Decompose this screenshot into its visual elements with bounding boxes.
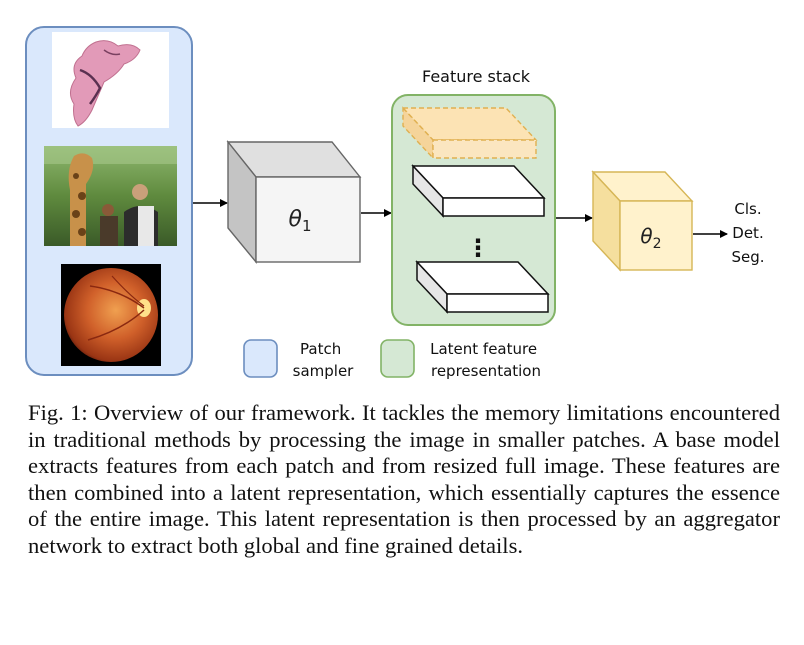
giraffe-photo: [44, 146, 177, 246]
model-2-label: θ2: [640, 224, 661, 252]
stack-ellipsis: ⋮: [466, 234, 490, 262]
legend-latent-label: Latent feature representation: [430, 340, 542, 380]
histology-image: [52, 32, 169, 128]
output-classification: Cls.: [734, 200, 761, 218]
legend-latent-swatch: [380, 339, 415, 378]
legend-patch-sampler-swatch: [243, 339, 278, 378]
feature-slab: [411, 164, 546, 218]
output-detection: Det.: [732, 224, 763, 242]
feature-slab-dashed: [401, 106, 538, 160]
model-1-label: θ1: [288, 207, 311, 235]
caption-text: Overview of our framework. It tackles th…: [28, 400, 780, 558]
feature-slab: [415, 260, 550, 314]
caption-label: Fig. 1:: [28, 400, 88, 425]
figure-caption: Fig. 1: Overview of our framework. It ta…: [28, 400, 780, 560]
model-2-cube: θ2: [591, 170, 694, 272]
retina-fundus-image: [61, 264, 161, 366]
model-1-cube: θ1: [226, 140, 362, 264]
feature-stack-title: Feature stack: [422, 67, 531, 86]
framework-figure: θ1 Feature stack ⋮ θ2 Cls. Det. Seg.: [25, 26, 765, 380]
legend-patch-sampler-label: Patch sampler: [293, 340, 355, 380]
output-segmentation: Seg.: [731, 248, 764, 266]
